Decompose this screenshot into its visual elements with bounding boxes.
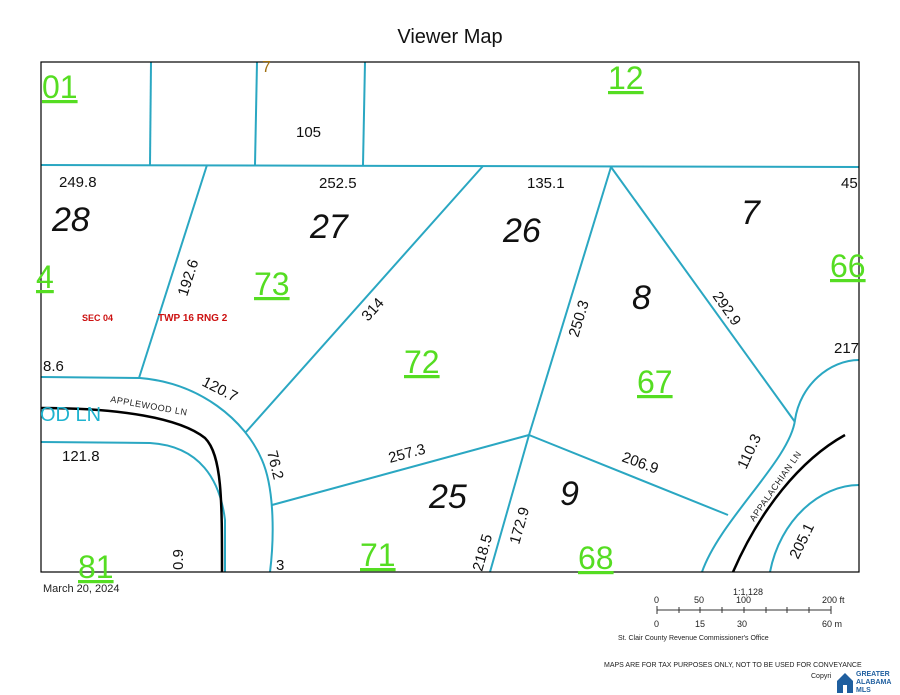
dimension-label: 105	[296, 124, 321, 141]
dimension-label: 45	[841, 175, 858, 192]
lot-number: 25	[428, 478, 467, 516]
scale-tick-ft: 50	[694, 595, 704, 605]
greater-alabama-mls-logo: GREATER ALABAMA MLS	[837, 671, 891, 694]
section-label: SEC 04	[82, 313, 113, 323]
road-centerlines	[41, 406, 846, 572]
parcel-id-link[interactable]: 12	[608, 60, 644, 96]
parcel-id-link[interactable]: 71	[360, 537, 396, 573]
scale-tick-m: 30	[737, 619, 747, 629]
parcel-lines	[41, 62, 859, 572]
township-range-label: TWP 16 RNG 2	[158, 313, 228, 324]
misc-mark: 7	[262, 59, 271, 76]
parcel-id-link[interactable]: 66	[830, 248, 866, 284]
parcel-id-link[interactable]: 72	[404, 344, 440, 380]
dimension-label: 192.6	[175, 257, 203, 298]
dimension-label: 249.8	[59, 174, 97, 191]
scale-tick-m: 0	[654, 619, 659, 629]
scale-tick-ft: 0	[654, 595, 659, 605]
dimension-label: 3	[276, 557, 284, 574]
dimension-label: 110.3	[734, 431, 765, 471]
house-icon	[837, 673, 853, 693]
scale-tick-m: 60 m	[822, 619, 842, 629]
lot-number: 8	[632, 279, 651, 317]
dimension-label: 252.5	[319, 175, 357, 192]
scale-tick-ft: 200 ft	[822, 595, 845, 605]
dimension-label: 0.9	[170, 549, 187, 570]
dimension-label: 257.3	[387, 441, 428, 467]
lot-number: 7	[741, 194, 761, 232]
dimension-label: 205.1	[786, 521, 818, 562]
dimension-label: 172.9	[507, 505, 534, 546]
dimension-label: 120.7	[199, 373, 240, 405]
lot-number: 26	[502, 212, 541, 250]
street-label: APPLEWOOD LN	[110, 394, 189, 417]
scale-bar	[656, 606, 832, 614]
parcel-id-link[interactable]: 67	[637, 364, 673, 400]
dimension-label: 314	[358, 295, 387, 325]
scale-ratio: 1:1,128	[733, 587, 763, 597]
scale-tick-ft: 100	[736, 595, 751, 605]
dimension-label: 217	[834, 340, 859, 357]
svg-text:ALABAMA: ALABAMA	[856, 679, 891, 686]
copyright: Copyri	[811, 673, 832, 680]
dimension-label: 8.6	[43, 358, 64, 375]
office-name: St. Clair County Revenue Commissioner's …	[618, 635, 769, 642]
lot-number: 9	[560, 475, 579, 513]
lot-number: 28	[51, 201, 90, 239]
map-frame	[40, 61, 860, 573]
street-label: OD LN	[40, 404, 101, 426]
svg-text:GREATER: GREATER	[856, 671, 890, 678]
parcel-id-link[interactable]: 73	[254, 266, 290, 302]
dimension-label: 76.2	[263, 449, 287, 481]
parcel-id-link[interactable]: 01	[42, 69, 78, 105]
svg-text:MLS: MLS	[856, 687, 871, 694]
dimension-label: 135.1	[527, 175, 565, 192]
lot-number: 27	[309, 208, 349, 246]
parcel-id-link[interactable]: 4	[36, 259, 54, 295]
map-title: Viewer Map	[397, 26, 503, 48]
scale-tick-m: 15	[695, 619, 705, 629]
parcel-id-link[interactable]: 68	[578, 540, 614, 576]
disclaimer: MAPS ARE FOR TAX PURPOSES ONLY, NOT TO B…	[604, 662, 862, 669]
parcel-id-link[interactable]: 81	[78, 549, 114, 585]
map-date: March 20, 2024	[43, 583, 120, 595]
dimension-label: 121.8	[62, 448, 100, 465]
